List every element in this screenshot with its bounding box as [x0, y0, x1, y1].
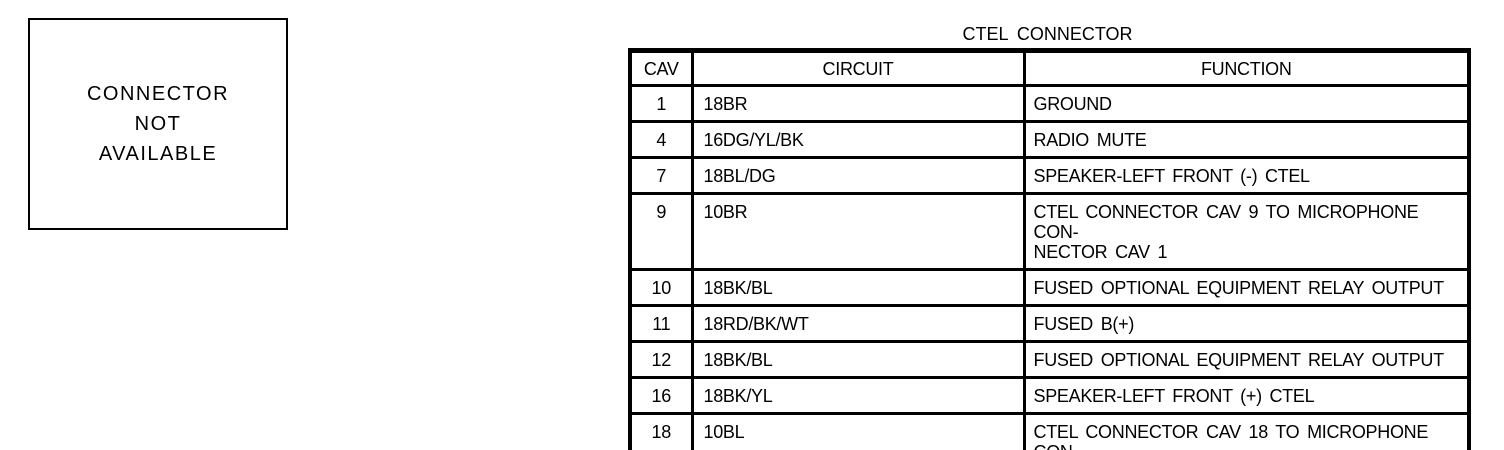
connector-not-available-text: CONNECTOR NOT AVAILABLE — [86, 83, 230, 165]
circuit-cell: 18BK/BL — [690, 340, 1026, 379]
header-row: CAV CIRCUIT FUNCTION — [628, 49, 1471, 87]
circuit-cell: 16DG/YL/BK — [690, 120, 1026, 159]
function-cell: FUSED OPTIONAL EQUIPMENT RELAY OUTPUT — [1022, 340, 1471, 379]
function-cell: GROUND — [1022, 84, 1471, 123]
circuit-cell: 10BL — [690, 412, 1026, 450]
table-row: 16 18BK/YL SPEAKER-LEFT FRONT (+) CTEL — [628, 376, 1471, 415]
ctel-connector-table: CAV CIRCUIT FUNCTION 1 18BR GROUND 4 16D… — [628, 48, 1471, 450]
cav-cell: 4 — [628, 120, 694, 159]
table-row: 1 18BR GROUND — [628, 84, 1471, 123]
cav-cell: 16 — [628, 376, 694, 415]
cav-cell: 18 — [628, 412, 694, 450]
cav-cell: 10 — [628, 268, 694, 307]
circuit-cell: 18RD/BK/WT — [690, 304, 1026, 343]
cav-cell: 7 — [628, 156, 694, 195]
cav-cell: 11 — [628, 304, 694, 343]
table-title: CTEL CONNECTOR — [962, 24, 1133, 44]
connector-not-available-box: CONNECTOR NOT AVAILABLE — [28, 18, 288, 230]
table-row: 7 18BL/DG SPEAKER-LEFT FRONT (-) CTEL — [628, 156, 1471, 195]
cav-cell: 12 — [628, 340, 694, 379]
circuit-cell: 18BR — [690, 84, 1026, 123]
function-cell: FUSED OPTIONAL EQUIPMENT RELAY OUTPUT — [1022, 268, 1471, 307]
column-header-cav: CAV — [628, 49, 694, 87]
column-header-function: FUNCTION — [1022, 49, 1471, 87]
function-cell: RADIO MUTE — [1022, 120, 1471, 159]
table-row: 11 18RD/BK/WT FUSED B(+) — [628, 304, 1471, 343]
function-cell: SPEAKER-LEFT FRONT (-) CTEL — [1022, 156, 1471, 195]
column-header-circuit: CIRCUIT — [690, 49, 1026, 87]
table-row: 12 18BK/BL FUSED OPTIONAL EQUIPMENT RELA… — [628, 340, 1471, 379]
function-cell: FUSED B(+) — [1022, 304, 1471, 343]
cav-cell: 1 — [628, 84, 694, 123]
circuit-cell: 10BR — [690, 192, 1026, 271]
cav-cell: 9 — [628, 192, 694, 271]
table-row: 4 16DG/YL/BK RADIO MUTE — [628, 120, 1471, 159]
function-cell: CTEL CONNECTOR CAV 18 TO MICROPHONE CON-… — [1022, 412, 1471, 450]
table-row: 18 10BL CTEL CONNECTOR CAV 18 TO MICROPH… — [628, 412, 1471, 450]
circuit-cell: 18BK/YL — [690, 376, 1026, 415]
table-row: 9 10BR CTEL CONNECTOR CAV 9 TO MICROPHON… — [628, 192, 1471, 271]
circuit-cell: 18BL/DG — [690, 156, 1026, 195]
table-row: 10 18BK/BL FUSED OPTIONAL EQUIPMENT RELA… — [628, 268, 1471, 307]
function-cell: CTEL CONNECTOR CAV 9 TO MICROPHONE CON- … — [1022, 192, 1471, 271]
circuit-cell: 18BK/BL — [690, 268, 1026, 307]
function-cell: SPEAKER-LEFT FRONT (+) CTEL — [1022, 376, 1471, 415]
